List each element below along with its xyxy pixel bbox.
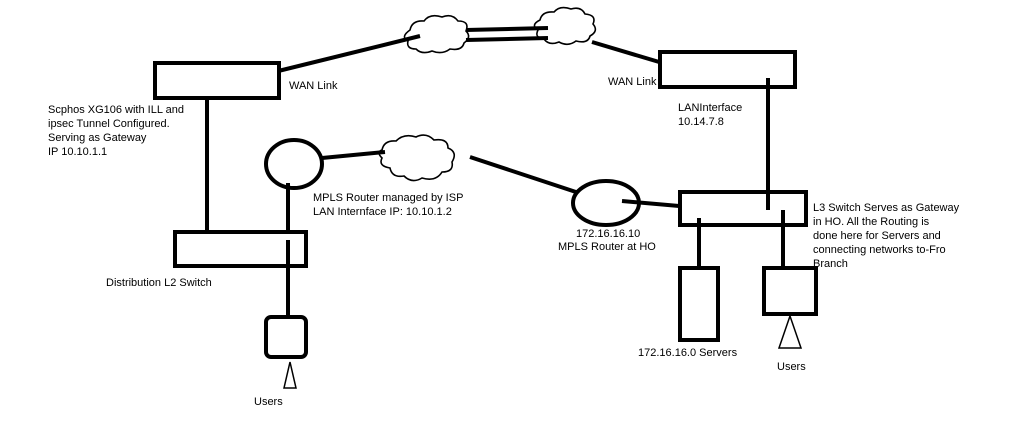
- distribution-switch-box: [173, 230, 308, 268]
- distribution-switch-label: Distribution L2 Switch: [106, 277, 212, 289]
- users-left-box: [264, 315, 308, 359]
- l3-label-line5: Branch: [813, 258, 848, 270]
- mpls-router-isp: [264, 138, 324, 190]
- users-right-triangle: [777, 313, 803, 349]
- mpls-isp-label-line2: LAN Internface IP: 10.10.1.2: [313, 206, 452, 218]
- users-left-label: Users: [254, 396, 283, 408]
- lan-interface-label-line2: 10.14.7.8: [678, 116, 724, 128]
- mpls-isp-label-line1: MPLS Router managed by ISP: [313, 192, 463, 204]
- internet-cloud-left: [403, 14, 470, 54]
- sophos-label-line2: ipsec Tunnel Configured.: [48, 118, 170, 130]
- wan-link-left-line: [257, 34, 421, 78]
- wan-link-right-label: WAN Link: [608, 76, 657, 88]
- ho-wan-interface-box: [658, 50, 797, 89]
- users-right-box: [762, 266, 818, 316]
- users-right-label: Users: [777, 361, 806, 373]
- sophos-label-line1: Scphos XG106 with ILL and: [48, 104, 184, 116]
- l3-label-line2: in HO. All the Routing is: [813, 216, 930, 228]
- wan-link-left-label: WAN Link: [289, 80, 338, 92]
- mpls-ho-label-line1: 172.16.16.10: [576, 228, 640, 240]
- sophos-firewall-box: [153, 61, 281, 100]
- servers-label: 172.16.16.0 Servers: [638, 347, 738, 359]
- l3-label-line1: L3 Switch Serves as Gateway: [813, 202, 960, 214]
- users-left-triangle: [283, 361, 297, 389]
- servers-box: [678, 266, 720, 342]
- mpls-isp-to-cloud-line: [321, 150, 386, 160]
- sophos-label-line3: Serving as Gateway: [48, 132, 147, 144]
- tunnel-line-bottom: [465, 36, 549, 42]
- lan-interface-label-line1: LANInterface: [678, 102, 742, 114]
- l3-label-line4: connecting networks to-Fro: [813, 244, 946, 256]
- tunnel-line-top: [465, 26, 549, 32]
- l3-label-line3: done here for Servers and: [813, 230, 941, 242]
- mpls-cloud-to-ho-line: [469, 155, 583, 196]
- sophos-label-line4: IP 10.10.1.1: [48, 146, 107, 158]
- mpls-ho-label-line2: MPLS Router at HO: [558, 241, 656, 253]
- mpls-cloud: [378, 134, 456, 182]
